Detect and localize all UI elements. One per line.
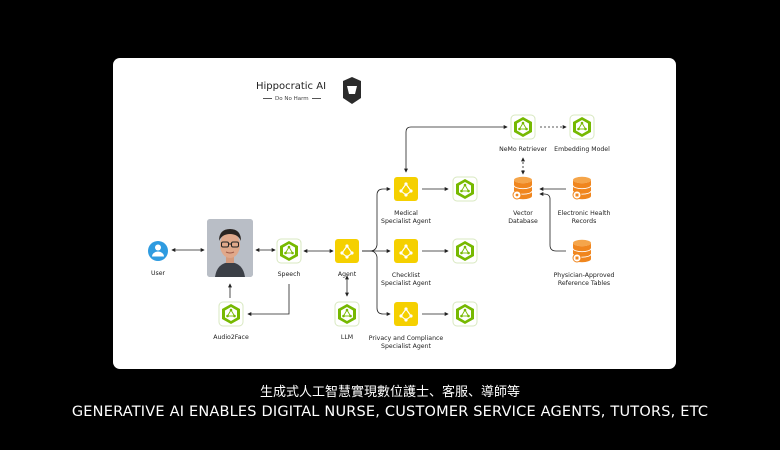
brand-tagline: Do No Harm — [260, 96, 324, 102]
label-user: User — [150, 270, 166, 277]
embedding-model-icon — [569, 114, 595, 140]
brand-name: Hippocratic AI — [256, 81, 327, 92]
medical-llm-icon — [452, 176, 478, 202]
privacy-llm-icon — [452, 301, 478, 327]
edge-tables-vectordb — [539, 192, 566, 252]
subtitle-chinese: 生成式人工智慧實現數位護士、客服、導師等 — [259, 385, 520, 400]
label-llm: LLM — [340, 334, 354, 341]
reference-tables-database-icon — [572, 239, 592, 263]
edge-medical-nemo — [404, 125, 508, 173]
label-privacy-agent: Privacy and Compliance Specialist Agent — [368, 335, 444, 350]
medical-agent-icon — [393, 176, 419, 202]
label-audio2face: Audio2Face — [213, 334, 249, 341]
privacy-agent-icon — [393, 301, 419, 327]
user-icon — [148, 241, 168, 261]
label-reference-tables: Physician-Approved Reference Tables — [553, 272, 615, 287]
edge-speech-audio2face — [247, 284, 290, 316]
label-embedding-model: Embedding Model — [554, 146, 610, 153]
subtitle-english: GENERATIVE AI ENABLES DIGITAL NURSE, CUS… — [71, 404, 709, 420]
label-ehr: Electronic Health Records — [557, 210, 611, 225]
digital-human-avatar — [207, 219, 253, 277]
vector-database-icon — [512, 176, 533, 200]
label-agent: Agent — [337, 271, 357, 278]
label-checklist-agent: Checklist Specialist Agent — [381, 272, 431, 287]
label-vector-database: Vector Database — [508, 210, 538, 225]
hippocratic-logo — [343, 77, 361, 104]
audio2face-icon — [218, 301, 244, 327]
edge-agent-privacy — [369, 250, 391, 316]
llm-icon — [334, 301, 360, 327]
label-medical-agent: Medical Specialist Agent — [381, 210, 431, 225]
label-nemo-retriever: NeMo Retriever — [499, 146, 547, 153]
speech-icon — [276, 238, 302, 264]
agent-icon — [334, 238, 360, 264]
checklist-agent-icon — [393, 238, 419, 264]
checklist-llm-icon — [452, 238, 478, 264]
ehr-database-icon — [572, 176, 592, 200]
label-speech: Speech — [277, 271, 301, 278]
nemo-retriever-icon — [510, 114, 536, 140]
